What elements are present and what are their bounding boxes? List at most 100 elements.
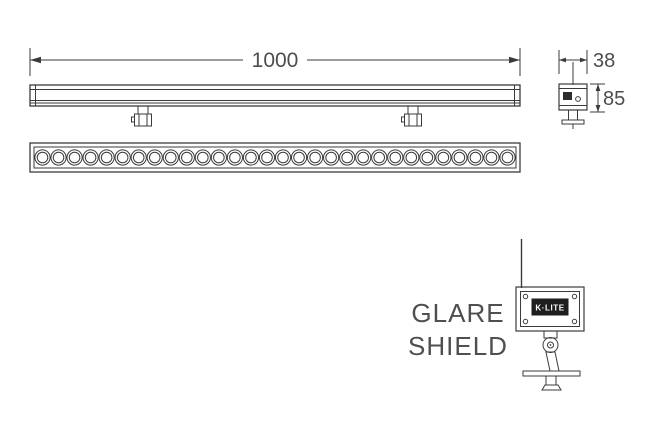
led-lens <box>421 151 434 164</box>
led-lens <box>373 151 386 164</box>
led-lens <box>403 149 420 166</box>
corner-screw-icon <box>522 318 529 325</box>
led-lens <box>226 149 244 166</box>
front-view-outline <box>29 142 521 173</box>
led-lens <box>210 149 227 166</box>
fixture-body-outline <box>29 84 521 107</box>
led-lens <box>82 149 99 166</box>
led-array <box>34 149 516 166</box>
led-lens <box>405 151 418 164</box>
glare-shield-label-line1: GLARE <box>411 298 504 328</box>
led-lens <box>213 151 225 164</box>
led-lens <box>132 151 145 164</box>
led-lens <box>293 151 305 164</box>
arrowhead-bottom-icon <box>595 105 601 112</box>
led-lens <box>371 149 388 166</box>
led-lens <box>355 149 372 166</box>
base-foot <box>541 384 562 391</box>
arrowhead-left-icon <box>559 57 566 63</box>
mounting-bracket-right <box>401 105 422 127</box>
led-lens <box>114 149 131 166</box>
led-lens <box>245 151 257 164</box>
arrowhead-top-icon <box>595 84 601 91</box>
led-lens <box>419 149 436 166</box>
end-view-foot <box>561 119 585 125</box>
corner-screw-icon <box>571 293 578 300</box>
fixture-end-view <box>558 62 588 129</box>
led-lens <box>98 149 115 166</box>
led-lens <box>50 149 67 166</box>
led-lens <box>130 149 147 166</box>
fixture-front-view <box>29 142 521 173</box>
led-lens <box>229 151 241 164</box>
led-lens <box>485 151 498 164</box>
led-lens <box>469 151 482 164</box>
led-lens <box>68 151 81 164</box>
end-view-screw-icon <box>575 96 581 102</box>
driver-box-inner-frame <box>520 291 580 327</box>
bracket-knob <box>131 116 135 123</box>
base-stem <box>545 375 557 386</box>
klite-sticker-edge <box>563 92 572 100</box>
klite-logo: K·LITE <box>531 298 569 316</box>
led-lens <box>164 151 177 164</box>
led-lens <box>194 149 211 166</box>
led-lens <box>116 151 129 164</box>
glare-shield-label-line2: SHIELD <box>408 331 508 361</box>
pivot-knuckle-inner <box>547 341 554 349</box>
length-dimension: 1000 <box>29 48 521 76</box>
end-view-stem <box>568 109 578 121</box>
led-lens <box>467 149 484 166</box>
led-lens <box>146 149 163 166</box>
led-lens <box>453 151 466 164</box>
led-lens <box>277 151 289 164</box>
led-lens <box>100 151 113 164</box>
led-lens <box>341 151 353 164</box>
pivot-center-dot <box>549 344 552 346</box>
led-lens <box>52 151 65 164</box>
klite-logo-plate <box>531 298 569 316</box>
length-dimension-text: 1000 <box>252 49 299 72</box>
pivot-arm <box>545 351 560 372</box>
led-lens <box>84 151 97 164</box>
led-lens <box>501 151 514 164</box>
height-dimension: 85 <box>590 83 625 113</box>
led-lens <box>325 151 337 164</box>
led-lens <box>66 149 83 166</box>
led-lens <box>309 151 321 164</box>
led-lens <box>499 149 516 166</box>
arrowhead-right-icon <box>580 57 587 63</box>
corner-screw-icon <box>522 293 529 300</box>
arrowhead-left-icon <box>30 56 41 64</box>
front-view-inner-frame <box>33 146 517 169</box>
arrowhead-right-icon <box>509 56 520 64</box>
led-lens <box>36 151 49 164</box>
base-plate <box>522 370 581 377</box>
bracket-neck <box>407 105 419 115</box>
glare-shield-label: GLARE SHIELD <box>408 298 508 361</box>
led-lens <box>274 149 292 166</box>
led-lens <box>162 149 179 166</box>
led-lens <box>181 151 193 164</box>
led-lens <box>242 149 260 166</box>
width-dimension-text: 38 <box>593 50 615 72</box>
led-lens <box>34 149 51 166</box>
glare-shield-detail: K·LITE <box>515 239 585 391</box>
led-lens <box>323 149 340 166</box>
led-lens <box>261 151 273 164</box>
led-lens <box>389 151 402 164</box>
fixture-side-view <box>29 84 521 127</box>
klite-logo-text: K·LITE <box>535 304 564 313</box>
led-lens <box>339 149 356 166</box>
corner-screw-icon <box>571 318 578 325</box>
mounting-bracket-left <box>131 105 152 127</box>
pivot-neck <box>543 330 558 339</box>
led-lens <box>290 149 308 166</box>
led-lens <box>437 151 450 164</box>
led-lens <box>483 149 500 166</box>
bracket-foot <box>404 113 422 127</box>
bracket-knob <box>401 116 405 123</box>
led-lens <box>306 149 324 166</box>
